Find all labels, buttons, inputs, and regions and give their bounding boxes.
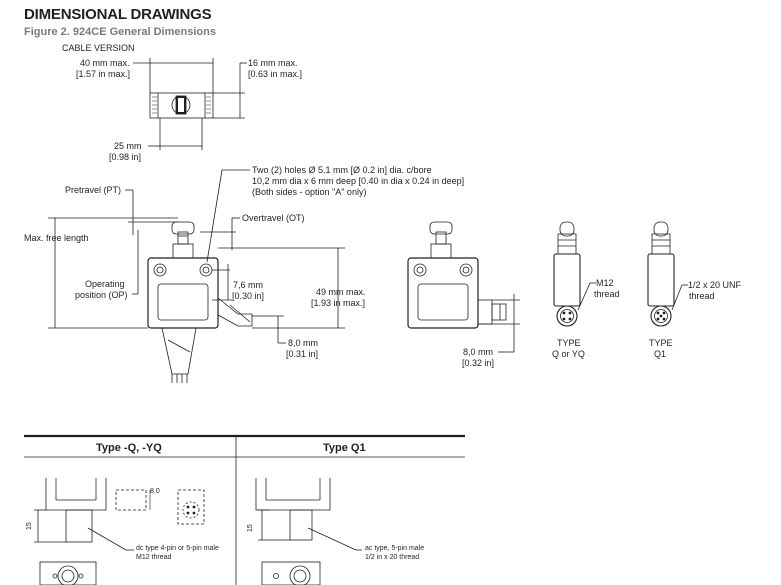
type-q-view: M12 thread TYPE Q or YQ bbox=[552, 221, 620, 359]
holes-note-line1: Two (2) holes Ø 5.1 mm [Ø 0.2 in] dia. c… bbox=[252, 165, 432, 175]
col2-note-l2: 1/2 in x 20 thread bbox=[365, 554, 419, 561]
col1-dim-15: 15 bbox=[26, 522, 33, 530]
type-q-roller-icon bbox=[559, 221, 575, 237]
max-free-length-label: Max. free length bbox=[24, 233, 89, 243]
type-q-label-l1: TYPE bbox=[557, 338, 581, 348]
width-mm-label: 40 mm max. bbox=[80, 58, 130, 68]
depth-in-label: [0.63 in max.] bbox=[248, 69, 302, 79]
table-header-type-q1: Type Q1 bbox=[323, 442, 366, 454]
dim-76-in: [0.30 in] bbox=[232, 291, 264, 301]
m12-connector-icon bbox=[556, 305, 578, 327]
connector-body bbox=[407, 257, 479, 329]
width-in-label: [1.57 in max.] bbox=[76, 69, 130, 79]
dim-76-mm: 7,6 mm bbox=[233, 280, 263, 290]
dim-80-mm: 8,0 mm bbox=[288, 338, 318, 348]
type-q-thread-l2: thread bbox=[594, 289, 620, 299]
switch-top-body bbox=[149, 92, 214, 119]
type-q-label-l2: Q or YQ bbox=[552, 349, 585, 359]
type-q1-view: 1/2 x 20 UNF thread TYPE Q1 bbox=[647, 221, 742, 359]
col1-note-l2: M12 thread bbox=[136, 554, 172, 561]
connector-table: Type -Q, -YQ Type Q1 8.0 15 dc type 4-pi… bbox=[24, 434, 465, 585]
overtravel-label: Overtravel (OT) bbox=[242, 213, 305, 223]
top-view: CABLE VERSION 40 mm max. [1.57 in max.] … bbox=[62, 43, 302, 162]
connector-dim-in: [0.32 in] bbox=[462, 358, 494, 368]
type-q1-label-l1: TYPE bbox=[649, 338, 673, 348]
connector-actuator-icon bbox=[429, 221, 453, 235]
cable-version-label: CABLE VERSION bbox=[62, 43, 135, 53]
holes-note-line3: (Both sides - option "A" only) bbox=[252, 187, 366, 197]
hole-in-label: [0.98 in] bbox=[109, 152, 141, 162]
table-header-type-q: Type -Q, -YQ bbox=[96, 442, 162, 454]
dim-80-in: [0.31 in] bbox=[286, 349, 318, 359]
holes-note-line2: 10,2 mm dia x 6 mm deep [0.40 in dia x 0… bbox=[252, 176, 464, 186]
pretravel-label: Pretravel (PT) bbox=[65, 185, 121, 195]
dim-49-mm: 49 mm max. bbox=[316, 287, 366, 297]
col2-dim-15: 15 bbox=[247, 524, 254, 532]
page-heading: DIMENSIONAL DRAWINGS bbox=[24, 6, 212, 23]
operating-label-line1: Operating bbox=[85, 279, 125, 289]
figure-title: Figure 2. 924CE General Dimensions bbox=[24, 26, 216, 38]
actuator-roller-icon bbox=[171, 221, 195, 235]
col1-dim-small: 8.0 bbox=[150, 488, 160, 495]
hole-mm-label: 25 mm bbox=[114, 141, 142, 151]
col1-note-l1: dc type 4-pin or 5-pin male bbox=[136, 545, 219, 552]
col2-note-l1: ac type, 5-pin male bbox=[365, 545, 424, 552]
type-q1-roller-icon bbox=[653, 221, 669, 237]
type-q1-label-l2: Q1 bbox=[654, 349, 666, 359]
depth-mm-label: 16 mm max. bbox=[248, 58, 298, 68]
type-q1-thread-l1: 1/2 x 20 UNF bbox=[688, 280, 742, 290]
operating-label-line2: position (OP) bbox=[75, 290, 128, 300]
type-q-thread-l1: M12 bbox=[596, 278, 614, 288]
front-view: Two (2) holes Ø 5.1 mm [Ø 0.2 in] dia. c… bbox=[24, 165, 464, 383]
unf-connector-icon bbox=[650, 305, 672, 327]
dim-49-in: [1.93 in max.] bbox=[311, 298, 365, 308]
connector-view: 8,0 mm [0.32 in] bbox=[407, 221, 520, 368]
connector-dim-mm: 8,0 mm bbox=[463, 347, 493, 357]
type-q1-thread-l2: thread bbox=[689, 291, 715, 301]
switch-front-body bbox=[147, 257, 219, 329]
